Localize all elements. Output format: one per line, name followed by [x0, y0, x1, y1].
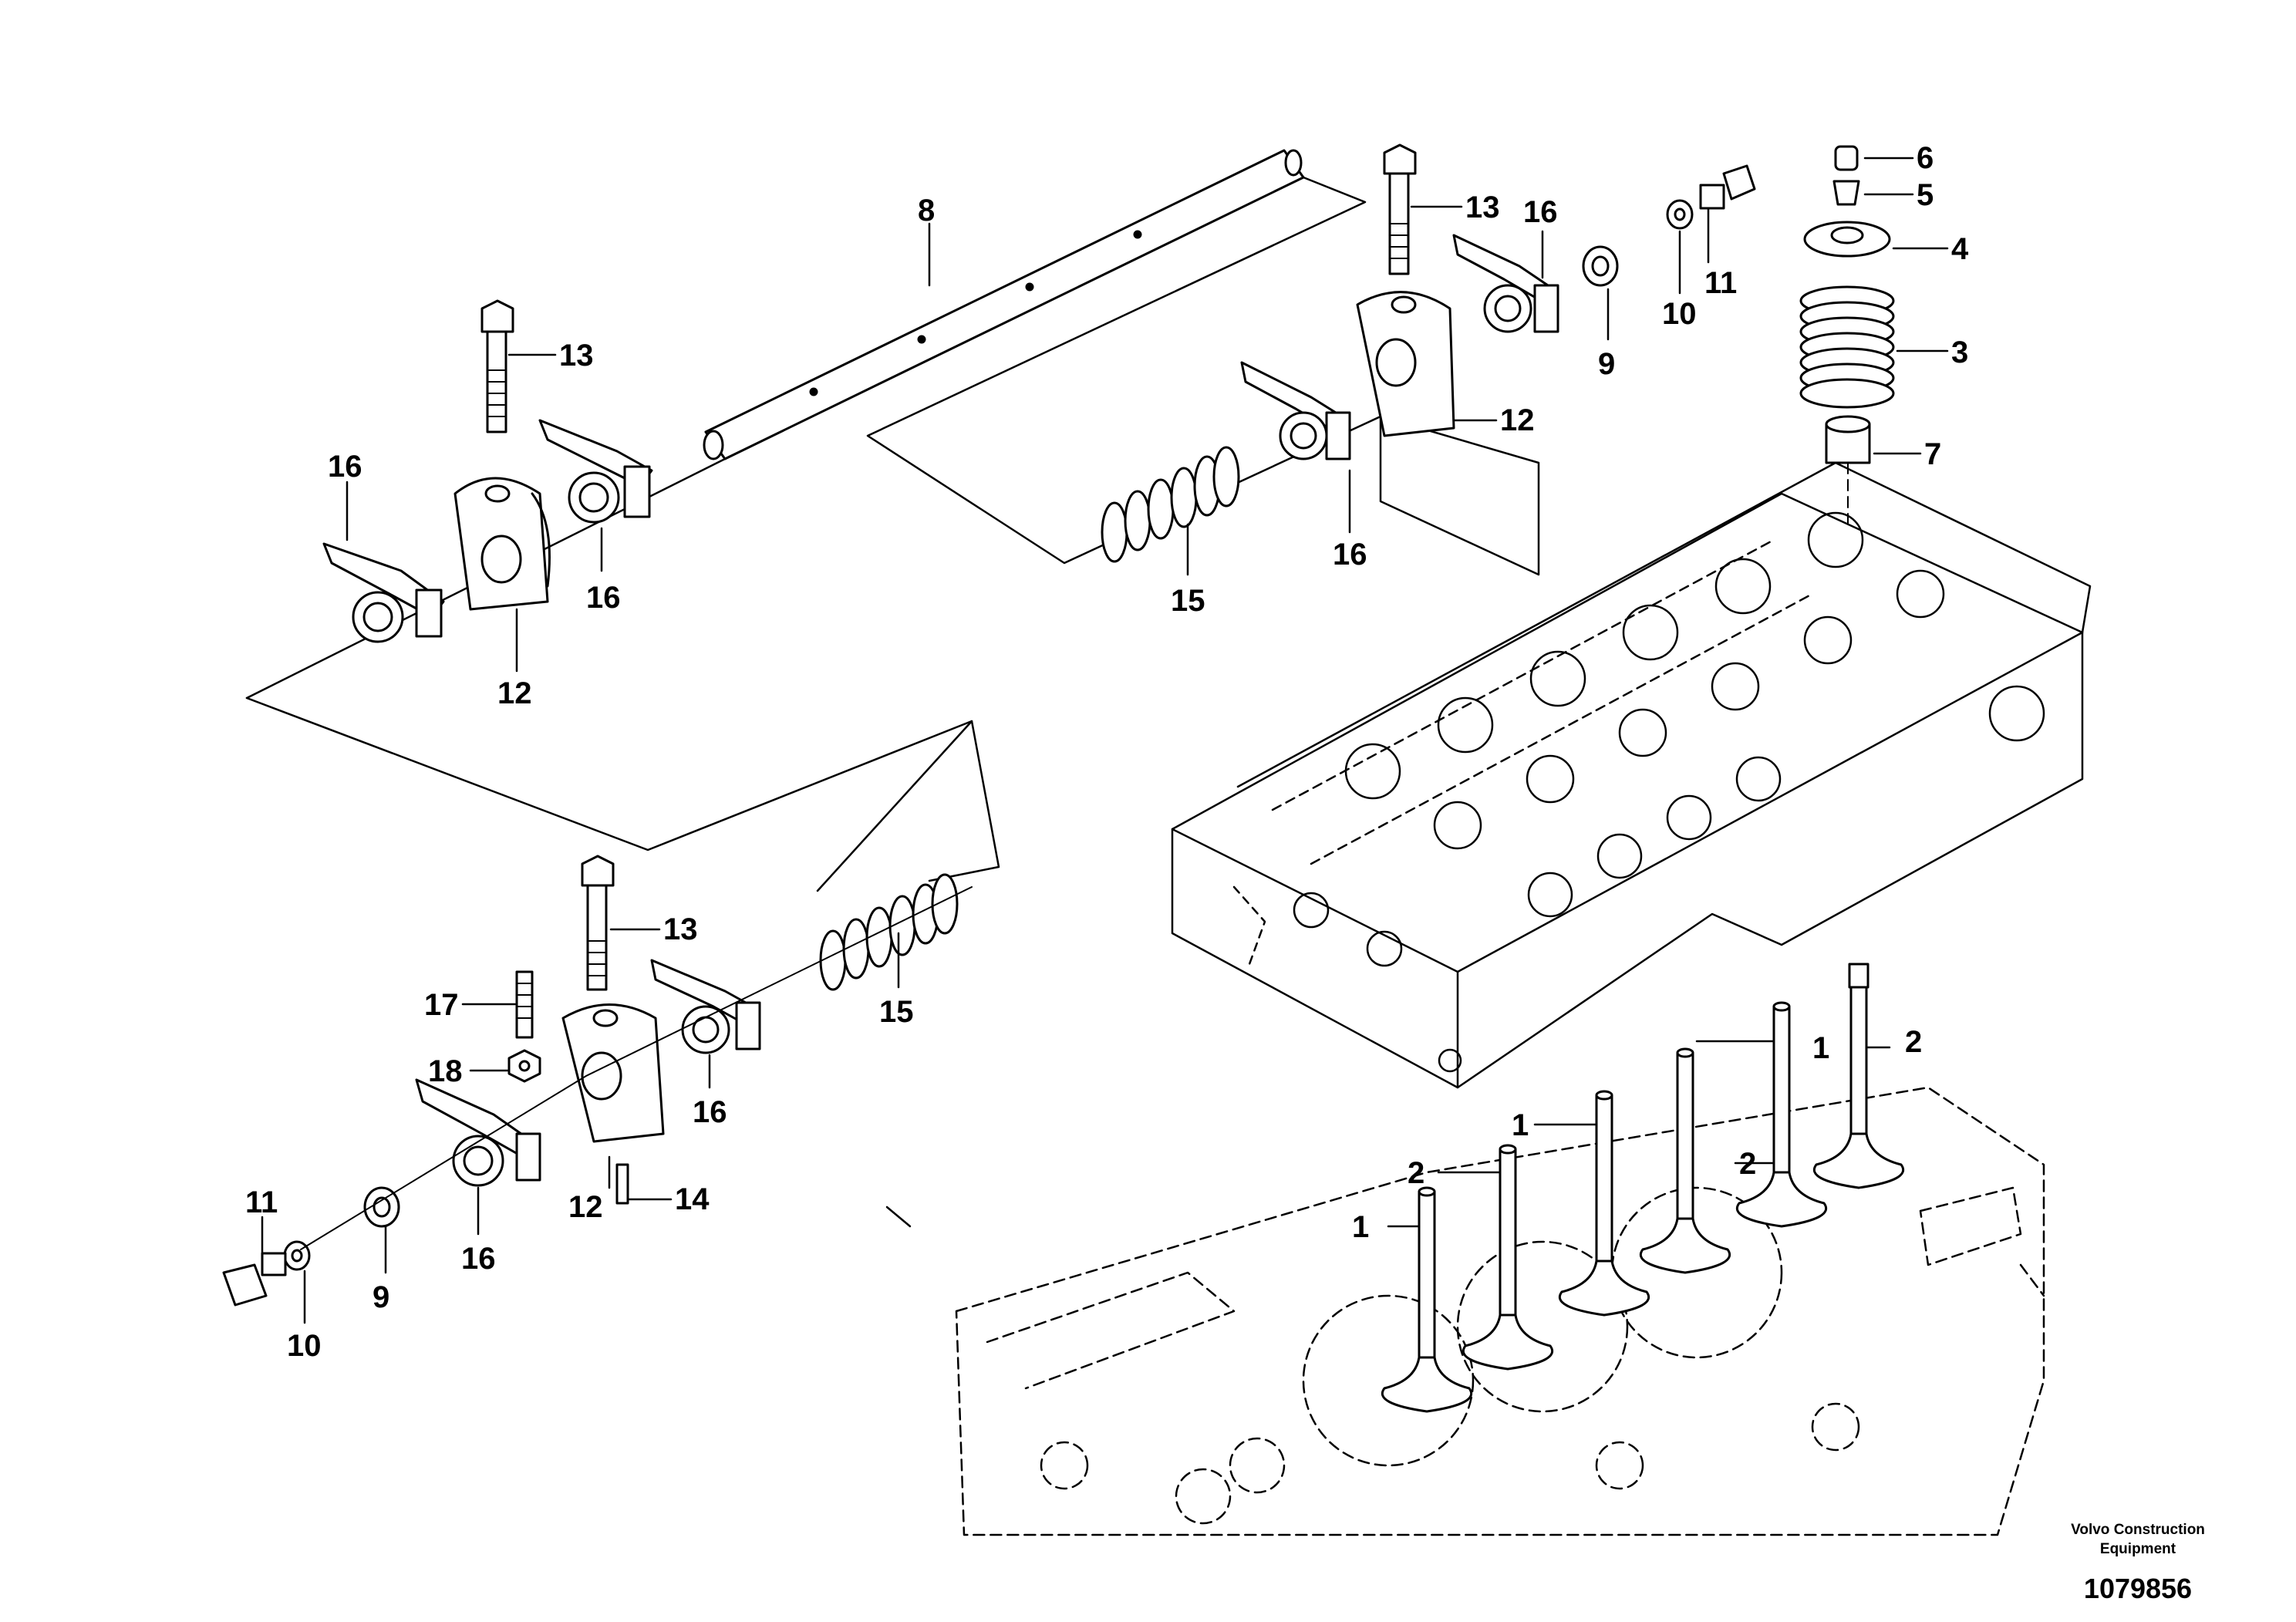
- callout-label: 1: [1352, 1210, 1369, 1244]
- valve-a: [1381, 1186, 1473, 1413]
- callout-label: 17: [424, 988, 459, 1022]
- publisher-line-1: Volvo Construction: [2071, 1522, 2205, 1538]
- bolt-13a: [480, 299, 514, 433]
- illustration-number: 1079856: [2083, 1573, 2193, 1604]
- plug-11b: [222, 1252, 287, 1307]
- callout-label: 10: [287, 1329, 322, 1363]
- rocker-support-12c: [561, 1003, 665, 1143]
- callout-label: 9: [373, 1280, 389, 1314]
- valve-spring-stack: [1799, 145, 1895, 633]
- callout-labels: 8 13 16 16 12 13 16 9 10 11 12 16 15 6 5…: [245, 141, 1969, 1363]
- callout-label: 16: [1333, 538, 1367, 572]
- callout-label: 2: [1905, 1025, 1922, 1059]
- callout-label: 12: [1500, 403, 1535, 437]
- callout-label: 12: [568, 1190, 603, 1224]
- rocker-arm-16a: [322, 542, 445, 643]
- spacer-spring-15a: [1101, 446, 1240, 563]
- rocker-arm-16e: [415, 1078, 541, 1187]
- adjust-screw-17: [515, 970, 534, 1039]
- publisher-line-2: Equipment: [2099, 1541, 2176, 1557]
- callout-label: 13: [559, 339, 594, 373]
- valve-c: [1558, 1090, 1650, 1317]
- rocker-arm-16c: [1240, 361, 1351, 460]
- callout-label: 18: [428, 1054, 463, 1088]
- callout-label: 11: [245, 1185, 278, 1219]
- collet-5: [1832, 180, 1860, 206]
- callout-label: 16: [1523, 195, 1558, 229]
- rocker-arm-16d: [1452, 234, 1559, 333]
- spacer-spring-15b: [819, 873, 959, 991]
- valve-b: [1462, 1144, 1554, 1371]
- callout-label: 5: [1917, 178, 1934, 212]
- callout-label: 1: [1812, 1031, 1829, 1065]
- callout-label: 13: [1465, 191, 1500, 224]
- plug-11a: [1699, 164, 1756, 210]
- callout-label: 3: [1951, 336, 1968, 369]
- callout-label: 15: [1171, 584, 1205, 618]
- leader-lines: [261, 157, 1949, 1324]
- rocker-group-lower-left: [222, 855, 973, 1307]
- valve-f: [1812, 963, 1905, 1189]
- valves: [1381, 963, 1905, 1413]
- callout-label: 2: [1739, 1147, 1756, 1181]
- callout-label: 1: [1512, 1108, 1529, 1142]
- callout-label: 14: [675, 1182, 710, 1216]
- cylinder-head: [1171, 461, 2092, 1089]
- publisher-credit: Volvo Construction Equipment: [2053, 1520, 2223, 1559]
- callout-label: 16: [461, 1242, 496, 1276]
- pin-14: [615, 1163, 629, 1205]
- callout-label: 4: [1951, 232, 1969, 266]
- bolt-13b: [1383, 143, 1417, 275]
- callout-label: 10: [1662, 297, 1697, 331]
- callout-label: 16: [586, 581, 621, 615]
- rocker-support-12b: [1356, 291, 1455, 437]
- callout-label: 12: [497, 676, 532, 710]
- rocker-arm-16f: [650, 959, 761, 1054]
- valve-d: [1639, 1047, 1731, 1274]
- rocker-group-upper-right: [1101, 143, 1756, 563]
- callout-label: 6: [1917, 141, 1934, 175]
- callout-label: 16: [328, 450, 362, 484]
- nut-18: [507, 1049, 541, 1083]
- callout-label: 7: [1924, 437, 1941, 471]
- bolt-13c: [581, 855, 615, 991]
- rocker-support-12a: [453, 477, 551, 611]
- cap-6: [1834, 145, 1859, 171]
- stem-seal-7: [1825, 415, 1871, 464]
- callout-label: 9: [1598, 347, 1615, 381]
- rocker-group-upper-left: [322, 299, 653, 643]
- valve-spring-3: [1799, 285, 1895, 409]
- rocker-arm-16b: [538, 419, 653, 524]
- callout-label: 2: [1408, 1156, 1424, 1190]
- rocker-shaft: [703, 149, 1305, 460]
- callout-label: 13: [663, 912, 698, 946]
- callout-label: 15: [879, 995, 914, 1029]
- callout-label: 11: [1704, 266, 1737, 300]
- callout-label: 8: [918, 194, 935, 228]
- callout-label: 16: [693, 1095, 727, 1129]
- valve-e: [1735, 1001, 1828, 1228]
